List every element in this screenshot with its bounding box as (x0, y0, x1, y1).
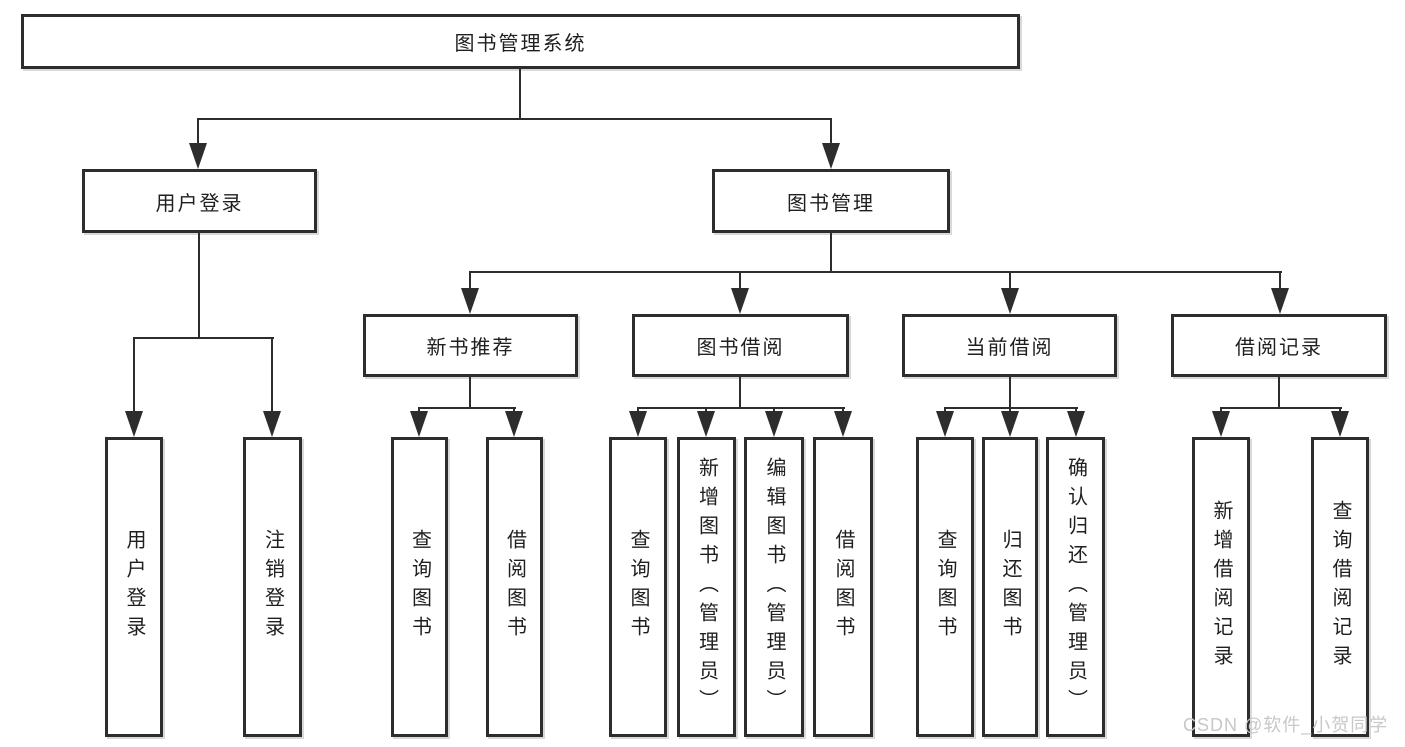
node-label: 当前借阅 (965, 337, 1054, 359)
node-user-login-action: 用户登录 (105, 437, 163, 737)
arrowhead-icon (731, 288, 749, 314)
arrowhead-icon (505, 411, 523, 437)
node-logout-action: 注销登录 (243, 437, 302, 737)
arrowhead-icon (697, 411, 715, 437)
node-cb-return-book: 归还图书 (982, 437, 1038, 737)
node-label: 新增借阅记录 (1210, 500, 1232, 674)
connector-line (1279, 271, 1281, 289)
node-book-management: 图书管理 (712, 169, 950, 233)
node-label: 借阅图书 (503, 529, 526, 645)
node-label: 新增图书（管理员） (695, 456, 718, 718)
node-br-query-borrow-record: 查询借阅记录 (1311, 437, 1369, 737)
node-br-add-borrow-record: 新增借阅记录 (1192, 437, 1250, 737)
arrowhead-icon (1331, 411, 1349, 437)
node-current-borrowing: 当前借阅 (902, 314, 1117, 377)
node-label: 图书管理系统 (454, 33, 587, 55)
connector-line (469, 377, 471, 408)
connector-line (739, 271, 741, 289)
connector-line (519, 69, 521, 119)
node-label: 查询图书 (627, 529, 649, 645)
node-label: 用户登录 (123, 529, 145, 645)
connector-line (739, 377, 741, 408)
arrowhead-icon (936, 411, 954, 437)
arrowhead-icon (125, 411, 143, 437)
node-bb-query-books: 查询图书 (609, 437, 667, 737)
node-label: 确认归还（管理员） (1064, 456, 1087, 718)
connector-line (469, 271, 1282, 273)
connector-line (1009, 271, 1011, 289)
arrowhead-icon (461, 288, 479, 314)
node-book-borrowing: 图书借阅 (632, 314, 849, 377)
node-label: 借阅图书 (832, 529, 854, 645)
arrowhead-icon (765, 411, 783, 437)
connector-line (133, 337, 135, 415)
connector-line (1009, 377, 1011, 408)
arrowhead-icon (189, 143, 207, 169)
connector-line (637, 407, 845, 409)
arrowhead-icon (822, 143, 840, 169)
node-cb-confirm-return-admin: 确认归还（管理员） (1046, 437, 1105, 737)
arrowhead-icon (1001, 288, 1019, 314)
node-bb-borrow-books: 借阅图书 (813, 437, 873, 737)
node-bb-edit-book-admin: 编辑图书（管理员） (744, 437, 804, 737)
node-new-book-recommend: 新书推荐 (363, 314, 578, 377)
node-rec-query-books: 查询图书 (391, 437, 448, 737)
node-label: 归还图书 (999, 529, 1021, 645)
node-cb-query-books: 查询图书 (916, 437, 974, 737)
node-bb-add-book-admin: 新增图书（管理员） (677, 437, 736, 737)
node-label: 图书借阅 (696, 337, 785, 359)
node-library-management-system: 图书管理系统 (21, 14, 1020, 69)
node-borrowing-records: 借阅记录 (1171, 314, 1387, 377)
arrowhead-icon (1212, 411, 1230, 437)
node-label: 新书推荐 (426, 337, 515, 359)
connector-line (1278, 377, 1280, 408)
connector-line (944, 407, 1078, 409)
node-label: 注销登录 (261, 529, 284, 645)
arrowhead-icon (410, 411, 428, 437)
node-label: 查询图书 (408, 529, 431, 645)
node-label: 用户登录 (155, 192, 244, 215)
node-label: 编辑图书（管理员） (763, 456, 785, 718)
connector-line (133, 337, 274, 339)
arrowhead-icon (1001, 411, 1019, 437)
connector-line (271, 337, 273, 415)
node-label: 查询图书 (934, 529, 956, 645)
node-rec-borrow-books: 借阅图书 (486, 437, 543, 737)
connector-line (469, 271, 471, 289)
arrowhead-icon (1067, 411, 1085, 437)
arrowhead-icon (1271, 288, 1289, 314)
arrowhead-icon (629, 411, 647, 437)
csdn-watermark: CSDN @软件_小贺同学 (1183, 715, 1389, 735)
arrowhead-icon (834, 411, 852, 437)
connector-line (198, 233, 200, 338)
connector-line (197, 118, 199, 148)
connector-line (830, 233, 832, 273)
node-label: 查询借阅记录 (1329, 500, 1351, 674)
node-label: 借阅记录 (1235, 337, 1323, 359)
arrowhead-icon (263, 411, 281, 437)
connector-line (418, 407, 516, 409)
connector-line (830, 118, 832, 148)
connector-line (1220, 407, 1342, 409)
node-label: 图书管理 (787, 192, 875, 215)
connector-line (197, 118, 832, 120)
node-user-login: 用户登录 (82, 169, 317, 233)
